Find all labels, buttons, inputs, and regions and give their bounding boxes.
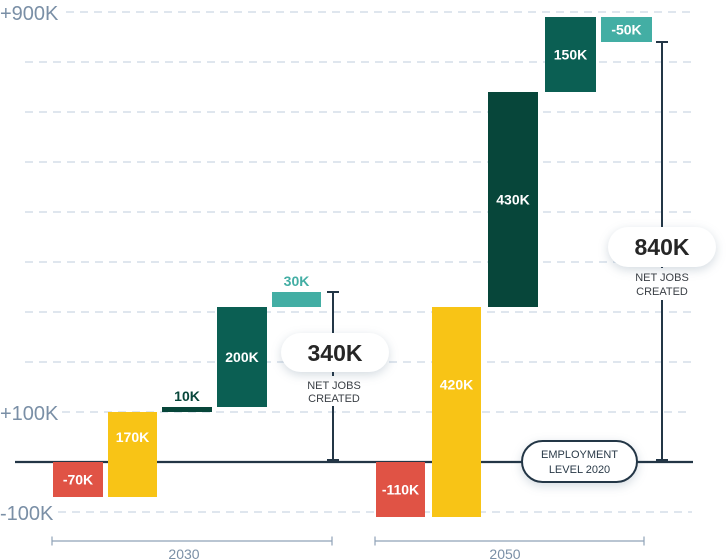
bar-value-label: 10K [174,388,200,404]
bar-value-label: -70K [63,472,93,488]
bar-2030-1 [53,462,103,497]
bar-value-label: 420K [440,377,473,393]
bar-2050-1 [376,462,425,517]
net-jobs-line-foot [327,459,339,462]
y-axis-tick-label: +100K [0,403,59,425]
baseline-pill [521,440,638,483]
bar-value-label: 170K [116,429,149,445]
net-caption-line-1: NET JOBS [307,380,361,392]
net-caption-line-1: NET JOBS [635,272,689,284]
net-value-label: 840K [635,234,690,260]
caption-background [300,376,370,406]
bar-value-label: 30K [284,273,310,289]
net-value-label: 340K [308,340,363,366]
y-axis-tick-label: -100K [0,503,54,525]
y-axis-labels: +900K +100K -100K [0,3,59,525]
employment-level-2020-badge: EMPLOYMENT LEVEL 2020 [521,440,638,483]
caption-background [628,268,698,300]
bar-2030-3 [162,407,212,412]
group-label-2030: 2030 [168,546,199,560]
group-bracket-2050: 2050 [374,536,645,560]
y-axis-tick-label: +900K [0,3,59,25]
group-label-2050: 2050 [489,546,520,560]
net-jobs-line-foot [656,459,668,462]
net-caption-line-2: CREATED [636,286,688,298]
bar-2030-4 [217,307,267,407]
bar-2050-4 [545,17,596,92]
bar-value-label: -50K [611,22,641,38]
net-jobs-callout-2050: 840K NET JOBS CREATED [608,227,716,300]
bar-value-label: 430K [496,192,529,208]
bar-value-label: -110K [382,482,419,498]
net-value-pill [608,227,716,267]
net-caption-line-2: CREATED [308,393,360,405]
group-bracket-2030: 2030 [51,536,333,560]
bar-2050-2 [432,307,481,517]
bar-2050-5 [601,17,652,42]
bar-2030-2 [108,412,157,497]
bar-2050-3 [488,92,538,307]
net-value-pill [281,333,389,372]
bar-2030-5 [272,292,321,307]
bar-value-label: 150K [554,47,587,63]
bar-value-label: 200K [225,349,258,365]
net-jobs-callout-2030: 340K NET JOBS CREATED [281,333,389,406]
baseline-label-line-1: EMPLOYMENT [541,449,618,461]
baseline-label-line-2: LEVEL 2020 [549,464,610,476]
bars: -70K 170K 10K 200K 30K -110K 420K 430K 150K -50K [53,17,652,517]
